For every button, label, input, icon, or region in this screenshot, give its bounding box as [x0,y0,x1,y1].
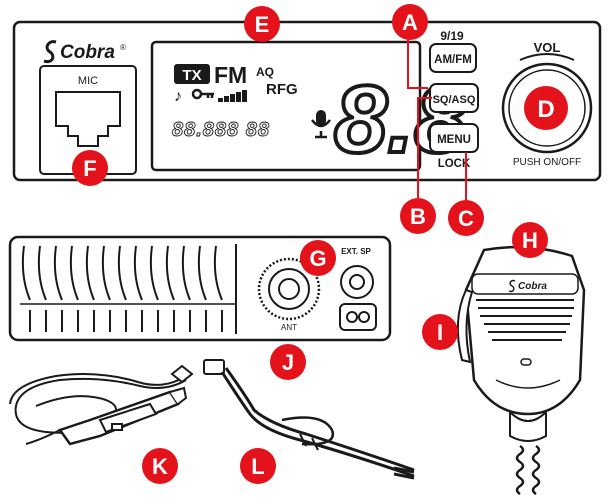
callout-d-letter: D [537,96,554,123]
music-note-icon: ♪ [174,88,182,105]
knob-bottom-label: PUSH ON/OFF [513,157,581,168]
callout-e: E [244,6,280,42]
callout-l-letter: L [251,454,264,479]
callout-d: D [524,86,568,130]
lcd-aq: AQ [256,65,274,79]
dc-power-lead [203,359,415,480]
callout-f-letter: F [83,156,96,181]
mic-grille [476,299,574,341]
callout-f: F [72,150,108,186]
mic-logo-text: Cobra [518,281,547,292]
antenna-connector-pin [278,278,300,300]
lcd-channel-digits: 8.8 [334,66,468,173]
cobra-logo: Cobra ® [43,40,126,64]
am-fm-button[interactable]: AM/FM [429,43,477,73]
callouts: A B C D E F G H [72,4,568,484]
lcd-display: TX FM AQ RFG ♪ 88.888 88 [150,40,470,175]
cigarette-plug-fuse [111,423,123,431]
logo-registered-mark: ® [120,43,126,52]
lcd-frame [150,40,422,172]
callout-k: K [142,448,178,484]
logo-text: Cobra [60,42,115,63]
callout-i-letter: I [437,320,443,345]
leader-b [417,97,432,198]
leader-a [407,36,428,89]
knob-top-label: VOL [534,40,561,55]
cigarette-power-cord [9,364,194,446]
callout-j-letter: J [282,350,294,375]
callout-g-letter: G [309,246,326,271]
mic-cobra-snake-icon [508,279,516,293]
menu-button[interactable]: MENU [429,123,479,153]
lcd-tx-box [174,64,210,84]
callout-i: I [422,314,458,350]
cigarette-plug-tip [169,386,188,405]
ext-sp-label: EXT. SP [341,247,371,256]
ext-speaker-jack[interactable]: EXT. SP [340,247,374,299]
callout-c: C [448,200,484,236]
mic-jack-socket [55,91,121,147]
power-connector[interactable] [339,303,377,331]
ant-label: ANT [281,323,297,332]
mic-coiled-cord-2 [531,444,541,496]
heatsink-fins [20,245,236,332]
sq-asq-button[interactable]: SQ/ASQ [429,83,479,113]
callout-h-letter: H [522,228,538,253]
mic-port[interactable]: MIC [39,65,137,175]
key-icon [191,88,214,100]
cigarette-plug-lead [25,429,61,445]
callout-leader-lines [407,36,467,202]
lcd-tx: TX [182,67,201,84]
mic-cord-strain-relief [509,409,547,442]
lcd-rfg: RFG [266,81,298,98]
lcd-dot-matrix: 88.888 88 [172,119,270,141]
callout-j: J [270,344,306,380]
menu-button-label: MENU [437,134,471,146]
callout-h: H [512,222,548,258]
callout-e-letter: E [255,12,270,37]
am-fm-button-label: AM/FM [434,54,472,66]
callout-k-letter: K [152,454,168,479]
callout-b-letter: B [410,204,426,229]
front-panel: Cobra ® MIC TX FM AQ RFG ♪ [12,20,602,182]
cobra-snake-icon [43,40,57,64]
am-fm-top-label: 9/19 [440,29,464,43]
antenna-connector[interactable]: ANT [257,257,321,332]
ext-sp-socket-inner [349,274,365,290]
cord-connector-end [170,364,194,384]
knob-arc [519,53,575,61]
mic-body [464,245,586,416]
mic-indicator-led [520,358,532,366]
hand-microphone: Cobra [456,245,586,496]
rear-panel: ANT EXT. SP [8,235,392,342]
microphone-icon [311,110,331,139]
lcd-fm: FM [214,62,247,88]
callout-l: L [240,448,276,484]
dc-connector-plug [203,359,225,375]
callout-g: G [300,240,336,276]
callout-c-letter: C [458,206,474,231]
mic-ptt-button [456,288,474,364]
mic-coiled-cord [515,444,525,496]
mic-port-label: MIC [78,75,98,87]
mic-bottom-curve [495,379,561,389]
callout-b: B [400,198,436,234]
menu-lock-label: LOCK [438,158,471,170]
signal-bars [218,90,247,102]
callout-a-letter: A [402,10,418,35]
sq-asq-button-label: SQ/ASQ [433,94,476,106]
buttons-group: 9/19 AM/FM SQ/ASQ MENU LOCK [429,29,479,170]
callout-a: A [392,4,428,40]
mic-badge-area [471,273,579,295]
